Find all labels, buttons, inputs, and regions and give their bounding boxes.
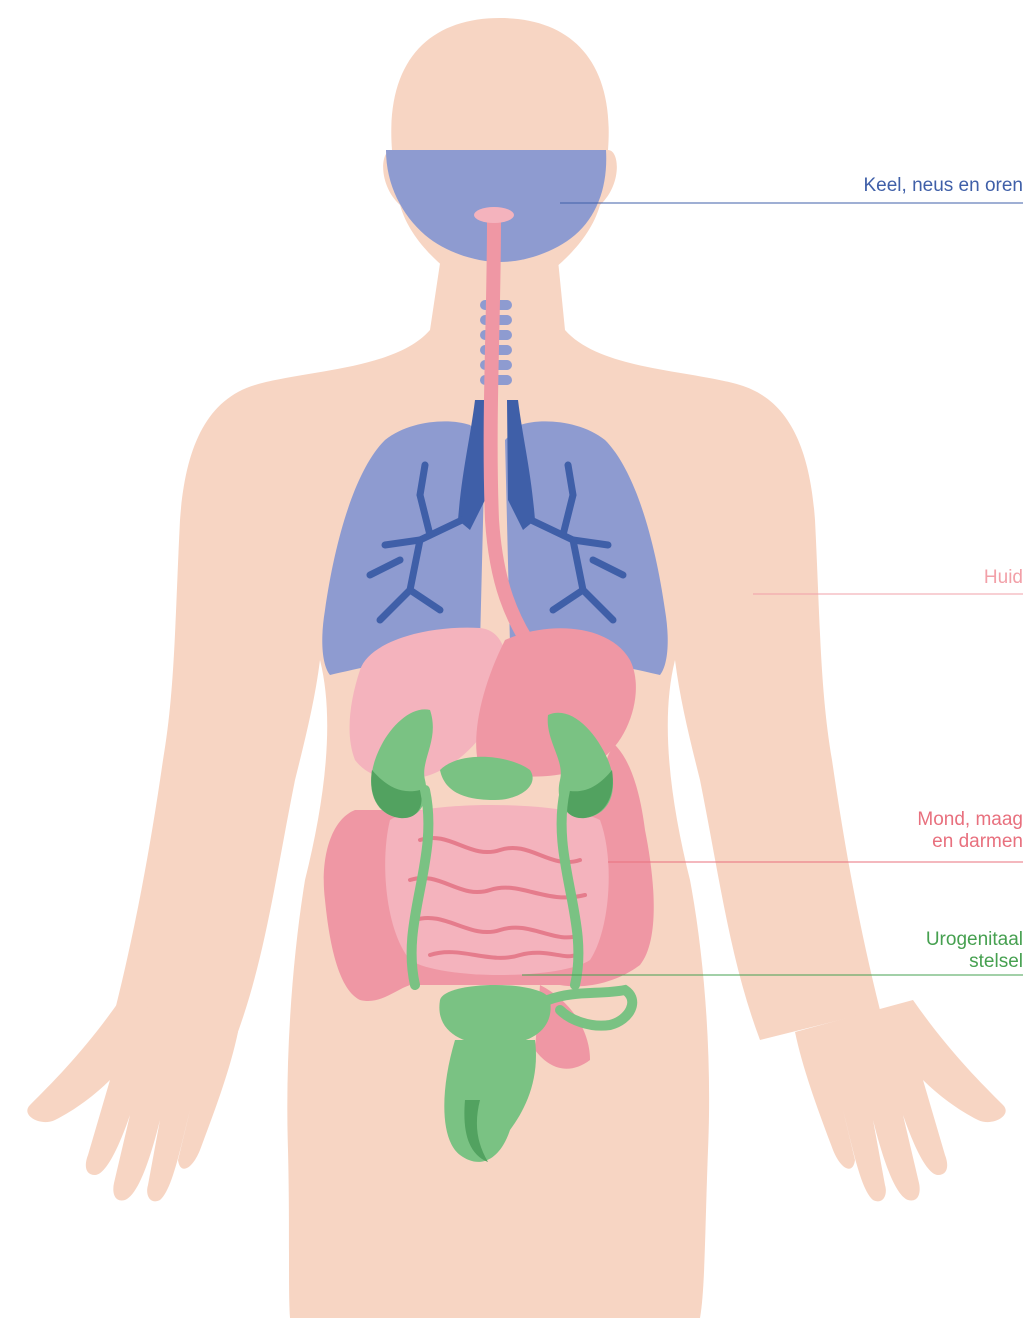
bladder (439, 985, 550, 1045)
label-skin: Huid (984, 567, 1023, 589)
label-uro: Urogenitaal stelsel (926, 929, 1023, 973)
label-uro-line2: stelsel (926, 951, 1023, 973)
right-hand (795, 1000, 1006, 1201)
label-gi-line2: en darmen (917, 831, 1023, 853)
label-skin-text: Huid (984, 567, 1023, 588)
label-uro-line1: Urogenitaal (926, 929, 1023, 951)
label-ent-text: Keel, neus en oren (863, 175, 1023, 196)
label-gi-line1: Mond, maag (917, 809, 1023, 831)
mouth (474, 207, 514, 223)
left-hand (27, 1000, 238, 1201)
label-ent: Keel, neus en oren (863, 175, 1023, 197)
label-gi: Mond, maag en darmen (917, 809, 1023, 853)
